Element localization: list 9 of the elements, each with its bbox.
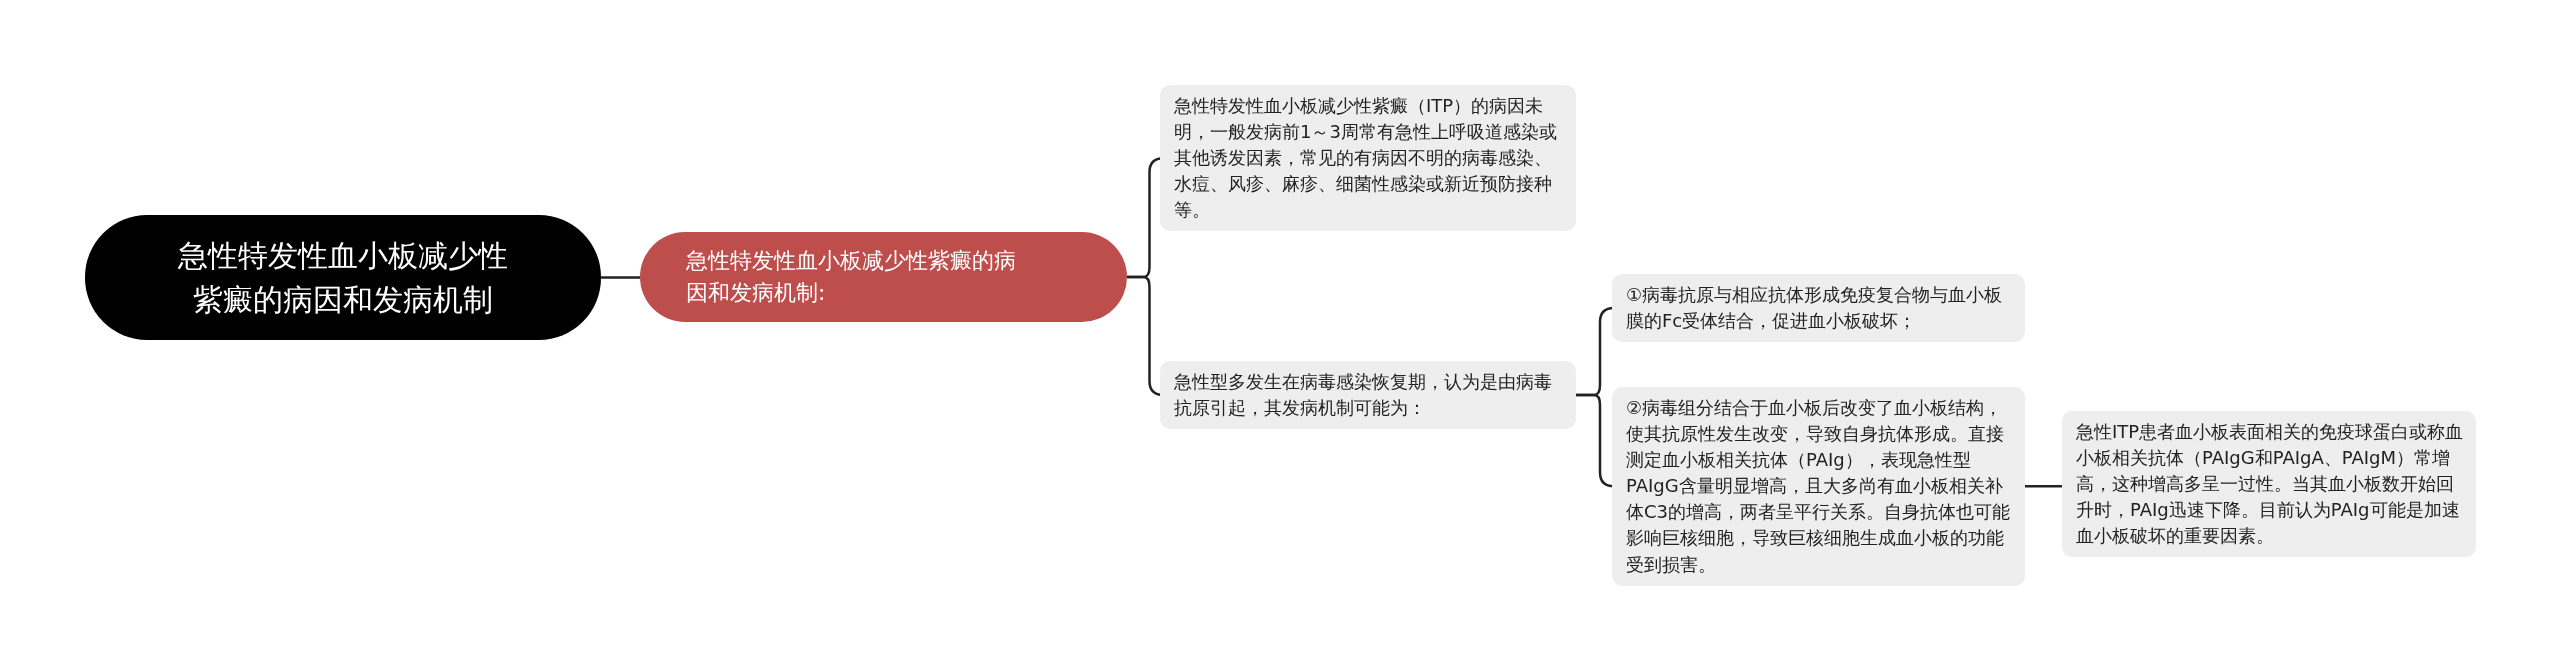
text-box: 急性特发性血小板减少性紫癜（ITP）的病因未明，一般发病前1～3周常有急性上呼吸道感染或其他诱发因素，常见的有病因不明的病毒感染、水痘、风疹、麻疹、细菌性感染或新近预防接种等。: [1160, 85, 1576, 232]
topic-pill: 急性特发性血小板减少性紫癜的病因和发病机制:: [640, 232, 1127, 322]
text-box: 急性ITP患者血小板表面相关的免疫球蛋白或称血小板相关抗体（PAIgG和PAIgA、PAIgM）常增高，这种增高多呈一过性。当其血小板数开始回升时，PAIg迅速下降。目前认为PAIg可能是加速血小板破坏的重要因素。: [2062, 411, 2476, 558]
text-box: ①病毒抗原与相应抗体形成免疫复合物与血小板膜的Fc受体结合，促进血小板破坏；: [1612, 274, 2025, 343]
connector-line: [601, 276, 640, 279]
connector-line: [2025, 485, 2062, 488]
root-topic: 急性特发性血小板减少性紫癜的病因和发病机制: [85, 215, 601, 340]
text-box: ②病毒组分结合于血小板后改变了血小板结构，使其抗原性发生改变，导致自身抗体形成。直接测定血小板相关抗体（PAIg），表现急性型PAIgG含量明显增高，且大多尚有血小板相关补体C3的增高，两者呈平行关系。自身抗体也可能影响巨核细胞，导致巨核细胞生成血小板的功能受到损害。: [1612, 387, 2025, 586]
text-box: 急性型多发生在病毒感染恢复期，认为是由病毒抗原引起，其发病机制可能为：: [1160, 361, 1576, 430]
